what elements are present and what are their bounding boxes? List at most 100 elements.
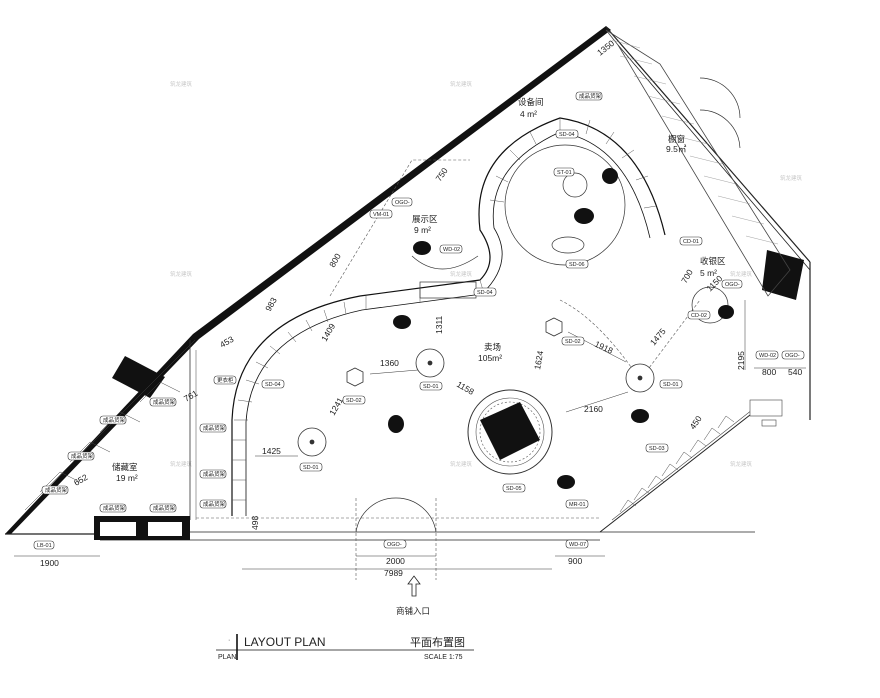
shelf-label-3: 成品货架 xyxy=(67,451,95,461)
dim-652: 652 xyxy=(72,472,90,488)
tag-ogo-b: OGO- xyxy=(721,279,743,289)
title-scale: SCALE 1:75 xyxy=(424,654,463,661)
dim-2195: 2195 xyxy=(736,351,746,370)
dim-2000: 2000 xyxy=(386,556,405,566)
svg-text:成品货架: 成品货架 xyxy=(103,416,126,424)
dim-1918: 1918 xyxy=(593,339,615,356)
tag-sd01-a: SD-01 xyxy=(419,381,443,391)
svg-text:成品货架: 成品货架 xyxy=(71,452,94,460)
svg-text:SD-01: SD-01 xyxy=(663,382,679,388)
dim-700: 700 xyxy=(679,267,695,285)
svg-text:筑龙建筑: 筑龙建筑 xyxy=(450,80,473,88)
tag-equip-top: 成品货架 xyxy=(575,91,603,101)
tag-ogo-entry: OGO- xyxy=(383,539,407,549)
right-shelving xyxy=(599,399,783,533)
shelf-label-2: 成品货架 xyxy=(99,415,127,425)
svg-text:MR-01: MR-01 xyxy=(569,502,586,508)
central-display-table xyxy=(467,389,553,475)
svg-text:OGO-: OGO- xyxy=(395,200,410,206)
tag-sd05: SD-05 xyxy=(502,483,526,493)
svg-text:筑龙建筑: 筑龙建筑 xyxy=(450,270,473,278)
svg-text:OGO-: OGO- xyxy=(785,353,800,359)
dim-2160: 2160 xyxy=(584,404,603,414)
tag-sd02-a: SD-02 xyxy=(342,395,366,405)
dim-1360: 1360 xyxy=(380,358,399,368)
interior-walls xyxy=(94,340,600,540)
tag-mr01: MR-01 xyxy=(565,499,589,509)
dimension-labels: 1350 750 800 983 453 761 652 1311 1409 1… xyxy=(40,38,802,578)
dashed-boundaries xyxy=(329,144,729,381)
dim-1475: 1475 xyxy=(648,326,668,347)
curved-display-wall xyxy=(231,117,666,516)
room-labels: 设备间 4 m² 橱窗 9.5㎡ 展示区 9 m² 收银区 5 m² 卖场 10… xyxy=(112,97,726,483)
tag-wd02-right: WD-02 xyxy=(755,350,779,360)
svg-text:成品货架: 成品货架 xyxy=(203,500,226,508)
svg-text:WD-07: WD-07 xyxy=(569,542,586,548)
tag-sd06: SD-06 xyxy=(565,259,589,269)
dim-1158: 1158 xyxy=(455,379,476,397)
title-cn: 平面布置图 xyxy=(410,636,465,649)
tag-lb01: LB-01 xyxy=(33,540,55,550)
svg-text:SD-05: SD-05 xyxy=(506,486,522,492)
room-equipment-area: 4 m² xyxy=(520,109,537,119)
svg-text:更衣柜: 更衣柜 xyxy=(217,376,234,384)
dim-450: 450 xyxy=(687,414,703,432)
svg-text:LB-01: LB-01 xyxy=(37,543,52,549)
dim-761: 761 xyxy=(182,388,200,404)
entrance-doors xyxy=(355,497,437,580)
shelf-label-8: 成品货架 xyxy=(199,469,227,479)
tag-sd01-c: SD-01 xyxy=(659,379,683,389)
tag-cd01: CD-01 xyxy=(679,236,703,246)
tag-vm01: VM-01 xyxy=(369,209,393,219)
svg-text:SD-04: SD-04 xyxy=(559,132,575,138)
room-exhibit-name: 展示区 xyxy=(412,214,438,224)
svg-text:OGO-: OGO- xyxy=(725,282,740,288)
svg-text:SD-03: SD-03 xyxy=(649,446,665,452)
svg-text:VM-01: VM-01 xyxy=(373,212,389,218)
tag-ogo-a: OGO- xyxy=(391,197,413,207)
dim-540: 540 xyxy=(788,367,802,377)
title-marker: · xyxy=(228,637,230,644)
dim-983: 983 xyxy=(263,295,279,313)
tag-wd02-top: WD-02 xyxy=(439,244,463,254)
svg-text:SD-04: SD-04 xyxy=(265,382,281,388)
room-storage-name: 储藏室 xyxy=(112,462,138,472)
svg-text:WD-02: WD-02 xyxy=(443,247,460,253)
title-en: LAYOUT PLAN xyxy=(244,635,326,649)
tag-wd07: WD-07 xyxy=(565,539,589,549)
tag-st01: ST-01 xyxy=(553,167,575,177)
room-sales-name: 卖场 xyxy=(484,342,501,352)
storage-shelves xyxy=(24,339,197,520)
tag-sd03: SD-03 xyxy=(645,443,669,453)
dimension-lines xyxy=(14,300,806,570)
dim-1624: 1624 xyxy=(532,350,545,371)
svg-text:筑龙建筑: 筑龙建筑 xyxy=(730,270,753,278)
dim-1241: 1241 xyxy=(327,395,345,417)
tag-sd02-b: SD-02 xyxy=(561,336,585,346)
svg-text:筑龙建筑: 筑龙建筑 xyxy=(170,460,193,468)
shelf-label-4: 成品货架 xyxy=(41,485,69,495)
watermarks: 筑龙建筑 筑龙建筑 筑龙建筑 筑龙建筑 筑龙建筑 筑龙建筑 筑龙建筑 筑龙建筑 … xyxy=(170,80,803,468)
svg-text:筑龙建筑: 筑龙建筑 xyxy=(170,80,193,88)
svg-text:SD-04: SD-04 xyxy=(477,290,493,296)
dim-1350: 1350 xyxy=(595,38,616,58)
svg-text:SD-02: SD-02 xyxy=(346,398,362,404)
svg-text:WD-02: WD-02 xyxy=(759,353,776,359)
svg-text:筑龙建筑: 筑龙建筑 xyxy=(730,460,753,468)
tag-sd04-top: SD-04 xyxy=(555,129,579,139)
svg-text:筑龙建筑: 筑龙建筑 xyxy=(450,460,473,468)
room-cashier-area: 5 m² xyxy=(700,268,717,278)
svg-text:SD-02: SD-02 xyxy=(565,339,581,345)
dim-900: 900 xyxy=(568,556,582,566)
round-display-tables xyxy=(297,317,655,457)
shelf-label-10: 更衣柜 xyxy=(213,375,237,385)
room-window-name: 橱窗 xyxy=(668,134,685,144)
title-block: · LAYOUT PLAN 平面布置图 PLAN SCALE 1:75 xyxy=(216,634,474,661)
tag-ogo-right: OGO- xyxy=(781,350,805,360)
room-equipment-name: 设备间 xyxy=(518,97,544,107)
svg-text:CD-02: CD-02 xyxy=(691,313,707,319)
svg-text:成品货架: 成品货架 xyxy=(153,504,176,512)
display-window-area xyxy=(605,29,791,297)
svg-text:成品货架: 成品货架 xyxy=(203,424,226,432)
svg-text:筑龙建筑: 筑龙建筑 xyxy=(780,174,803,182)
